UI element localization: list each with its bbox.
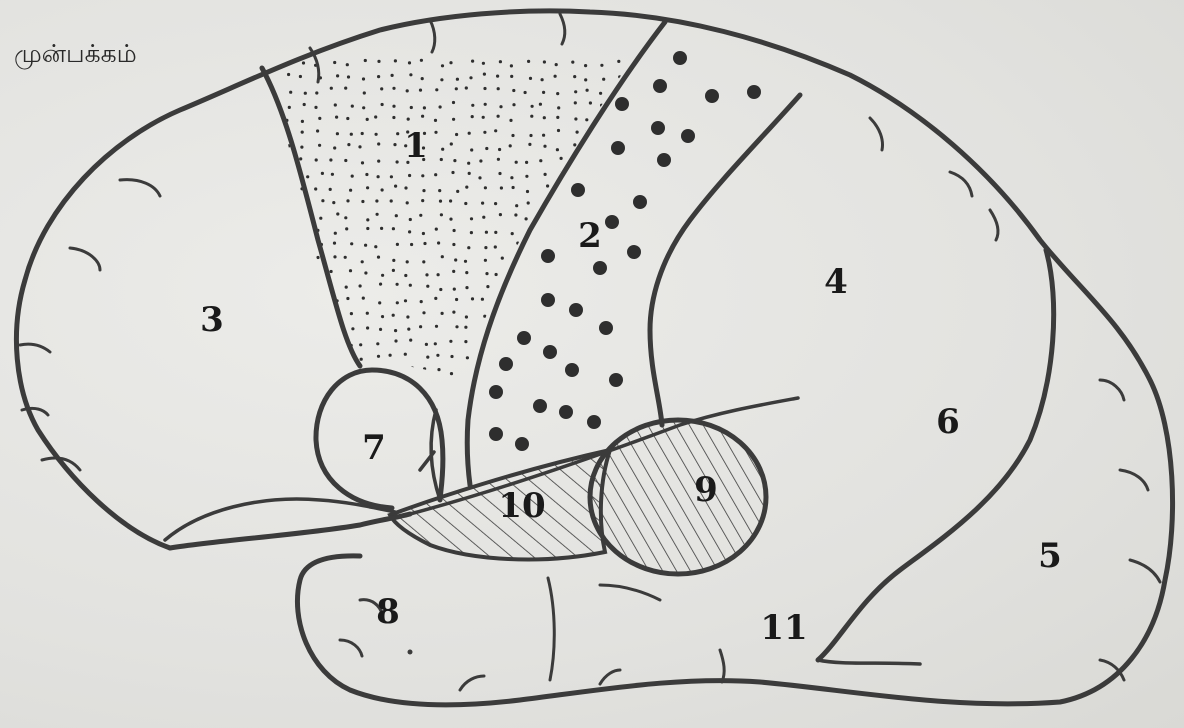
lateral-fissure-lower <box>170 514 410 548</box>
brain-outer-outline <box>16 11 1172 705</box>
region-label-2: 2 <box>578 216 602 256</box>
region-label-6: 6 <box>936 402 960 442</box>
region-label-1: 1 <box>404 126 428 166</box>
region-8-dot <box>408 650 413 655</box>
region-label-4: 4 <box>824 262 848 302</box>
temporal-sulcus-2 <box>600 585 660 600</box>
region-9-shape <box>590 420 766 574</box>
region-2-dot-fill <box>489 51 761 451</box>
cortex-sulci-ticks <box>20 14 1160 690</box>
region-label-5: 5 <box>1038 536 1062 576</box>
boundary-region-6 <box>818 250 1054 660</box>
region-label-3: 3 <box>200 300 224 340</box>
region-label-10: 10 <box>498 486 545 526</box>
central-boundary-right <box>650 95 800 425</box>
region-label-9: 9 <box>694 470 718 510</box>
temporal-sulcus-1 <box>548 578 554 680</box>
region-label-8: 8 <box>376 592 400 632</box>
region-label-7: 7 <box>362 428 386 468</box>
region-label-11: 11 <box>760 608 807 648</box>
front-side-caption: முன்பக்கம் <box>14 39 137 70</box>
boundary-region-11 <box>818 660 920 664</box>
